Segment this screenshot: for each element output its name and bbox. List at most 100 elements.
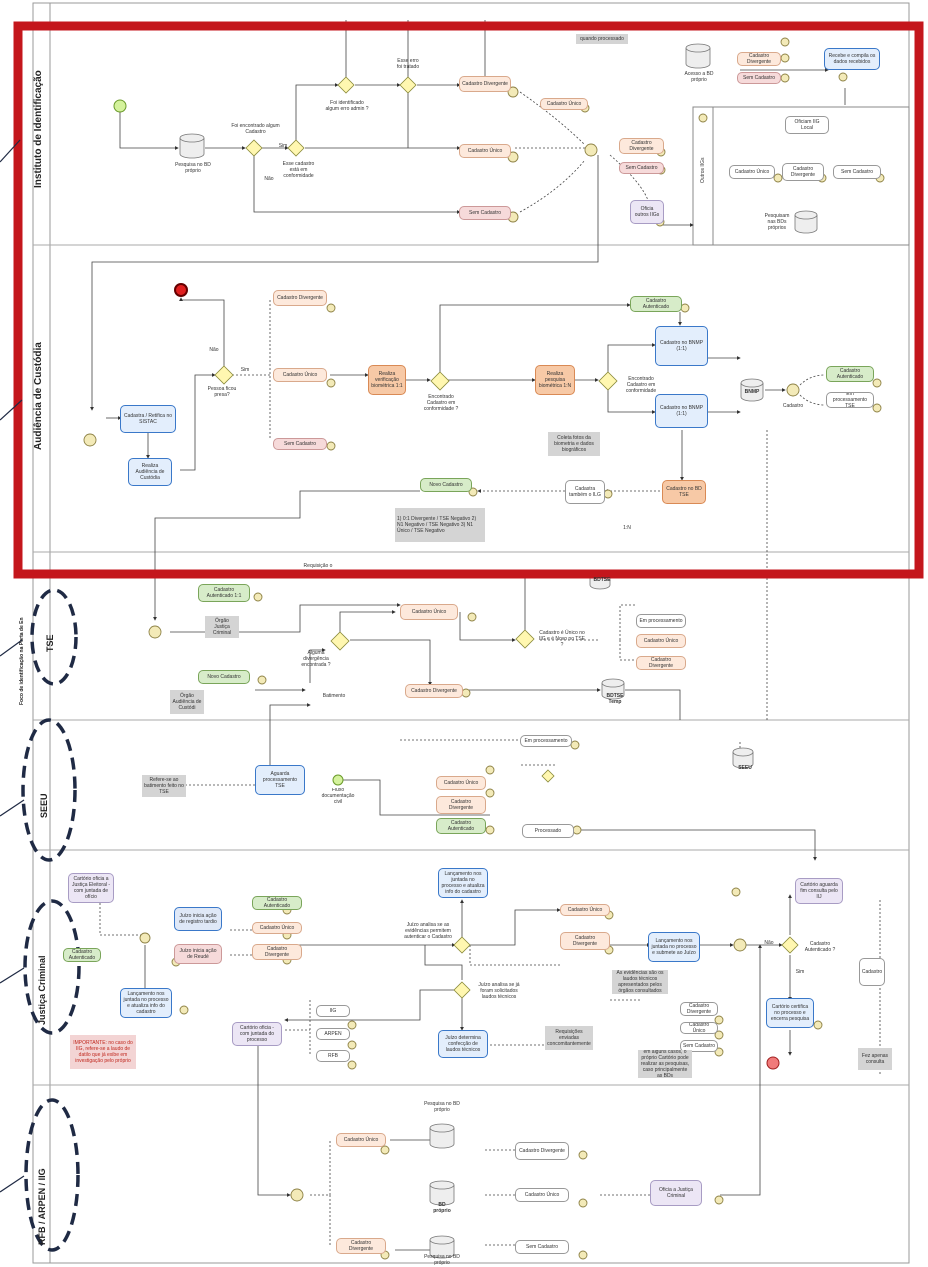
note-requisicoes: Requisições enviadas concomitantemente xyxy=(545,1026,593,1050)
node-jc-sc3: Sem Cadastro xyxy=(680,1040,718,1052)
node-cadastra-retifica: Cadastra / Retifica no SISTAC xyxy=(120,405,176,433)
note-em-alguns-casos: em alguns casos, o próprio Cartório pode… xyxy=(638,1050,692,1078)
node-cadastro-bd-tse: Cadastro no BD TSE xyxy=(662,480,706,504)
node-jc-rfb: RFB xyxy=(316,1050,350,1062)
node-rfb-sc: Sem Cadastro xyxy=(515,1240,569,1254)
node-ac-cadastro-unico: Cadastro Único xyxy=(273,368,327,382)
node-jc-cadastro-unico: Cadastro Único xyxy=(252,922,302,934)
label-seeu-db: SEEU xyxy=(738,765,752,771)
node-cadastro-unico-2: Cadastro Único xyxy=(540,98,588,110)
node-sem-cadastro: Sem Cadastro xyxy=(459,206,511,220)
label-requisicao: Requisição o xyxy=(303,563,333,569)
lane-label-rfb: RFB / ARPEN / IIG xyxy=(37,1168,47,1245)
gateways xyxy=(214,76,799,999)
node-aguarda-processamento: Aguarda processamento TSE xyxy=(255,765,305,795)
node-cadastro-divergente: Cadastro Divergente xyxy=(459,76,511,92)
node-juizo-determina: Juízo determina confecção de laudos técn… xyxy=(438,1030,488,1058)
label-bdtse-temp: BDTSE Temp xyxy=(606,693,624,705)
node-tse-cu: Cadastro Único xyxy=(636,634,686,648)
label-fluxo-documentacao: Fluxo documentação civil xyxy=(321,788,355,804)
label-rfb-bd: BD próprio xyxy=(433,1202,451,1214)
node-lanca-juntada-2: Lançamento nos juntada no processo e atu… xyxy=(438,868,488,898)
node-oficia-outros: Oficia outros IIGs xyxy=(630,200,664,224)
note-importante: IMPORTANTE: no caso do IIG, refere-se a … xyxy=(70,1035,136,1069)
node-foi-encontrado: Foi encontrado algum Cadastro xyxy=(231,123,280,135)
node-tse-cadastro-divergente: Cadastro Divergente xyxy=(405,684,463,698)
lane-label-justica: Justiça Criminal xyxy=(37,955,47,1025)
outros-iigs-subpool xyxy=(692,106,910,246)
note-refere-batimento: Refere-se ao batimento feito no TSE xyxy=(142,775,186,797)
node-cartorio-aguarda: Cartório aguarda fim consulta pelo IIJ xyxy=(795,878,843,904)
node-cadastro-divergente-2: Cadastro Divergente xyxy=(619,138,664,154)
node-jc-iig: IIG xyxy=(316,1005,350,1017)
note-quando-processado: quando processado xyxy=(576,34,628,44)
node-recebe-compila: Recebe e compila os dados recebidos xyxy=(824,48,880,70)
node-juizo-reude: Juízo inicia ação de Reudé xyxy=(174,944,222,964)
node-juizo-registro: Juízo inicia ação de registro tardio xyxy=(174,907,222,931)
node-cadastro-unico-3: Cadastro Único xyxy=(729,165,775,179)
node-tse-cadastro-autenticado: Cadastro Autenticado 1:1 xyxy=(198,584,250,602)
node-ac-em-processamento: Em processamento TSE xyxy=(826,392,874,408)
node-ac-cadastro-autenticado-2: Cadastro Autenticado xyxy=(826,366,874,382)
node-esse-cadastro: Esse cadastro está em conformidade xyxy=(282,161,315,179)
node-cadastro-novo-tse: Cadastro é Único no IIG e é Novo no TSE … xyxy=(538,630,586,648)
node-cadastra-tambem: Cadastra também o ILG xyxy=(565,480,605,504)
label-nao: Não xyxy=(264,176,274,182)
node-jc-cadastro-unico-2: Cadastro Único xyxy=(560,904,610,916)
label-ac-sim: Sim xyxy=(240,367,250,373)
note-divergente-tse: 1) 0:1 Divergente / TSE Negativo 2) N1 N… xyxy=(395,508,485,542)
node-jc-cu3: Cadastro Único xyxy=(680,1022,718,1034)
node-cadastro-divergente-4: Cadastro Divergente xyxy=(737,52,781,66)
lane-label-tse: TSE xyxy=(45,634,55,652)
node-ac-cadastro-autenticado: Cadastro Autenticado xyxy=(630,296,682,312)
highlight-frame xyxy=(13,21,924,579)
node-processado: Processado xyxy=(522,824,574,838)
node-cadastro-bnmp-2: Cadastro no BNMP (1:1) xyxy=(655,394,708,428)
databases xyxy=(179,43,818,1259)
pool-frame xyxy=(32,2,910,1264)
node-tse-novo-cadastro: Novo Cadastro xyxy=(198,670,250,684)
label-sim: Sim xyxy=(278,143,288,149)
end-event-custodia xyxy=(174,283,188,297)
start-event xyxy=(113,99,127,113)
start-event-seeu xyxy=(332,774,344,786)
node-tse-cd: Cadastro Divergente xyxy=(636,656,686,670)
label-ac-nao: Não xyxy=(209,347,219,353)
node-rfb-cd: Cadastro Divergente xyxy=(515,1142,569,1160)
node-ac-cadastro-divergente: Cadastro Divergente xyxy=(273,290,327,306)
node-acesso-bd: Acesso a BD próprio xyxy=(684,71,714,83)
node-cadastro-unico: Cadastro Único xyxy=(459,144,511,158)
note-orgao-audiencia: Órgão Audiência de Custódi xyxy=(170,690,204,714)
node-juizo-analisa-laudos: Juízo analisa se já foram solicitados la… xyxy=(478,982,520,1000)
node-pesquisa-bd: Pesquisa no BD próprio xyxy=(175,162,211,174)
note-orgao-justica: Órgão Justiça Criminal xyxy=(205,616,239,638)
node-jc-cd3: Cadastro Divergente xyxy=(680,1002,718,1016)
node-esse-erro: Esse erro foi tratado xyxy=(396,58,420,70)
node-cartorio-oficia: Cartório oficia a Justiça Eleitoral - co… xyxy=(68,873,114,903)
node-encontrado-cadastro-2: Encontrado Cadastro em conformidade xyxy=(625,376,657,394)
node-lanca-juntada-3: Lançamento nos juntada no processo e sub… xyxy=(648,932,700,962)
node-seeu-cu: Cadastro Único xyxy=(436,776,486,790)
node-cadastro-divergente-3: Cadastro Divergente xyxy=(782,163,824,181)
label-pesquisa-bd-1: Pesquisa no BD próprio xyxy=(424,1101,460,1113)
note-fez-consulta: Fez apenas consulta xyxy=(858,1048,892,1070)
node-jc-cadastro-divergente-2: Cadastro Divergente xyxy=(560,932,610,950)
note-evidencias: As evidências são os laudos técnicos apr… xyxy=(612,970,668,994)
node-lanca-juntada: Lançamento nos juntada no processo e atu… xyxy=(120,988,172,1018)
node-jc-cad-aut-side: Cadastro Autenticado xyxy=(63,948,101,962)
note-coleta-fotos: Coleta fotos da biometria e dados biográ… xyxy=(548,432,600,456)
node-cadastro-autenticado-q: Cadastro Autenticado ? xyxy=(804,941,836,953)
label-bnmp-db: BNMP xyxy=(744,389,760,395)
node-pesquisa-biometrica: Realiza pesquisa biométrica 1:N xyxy=(535,365,575,395)
end-event-jc xyxy=(766,1056,780,1070)
node-seeu-em-processamento: Em processamento xyxy=(520,735,572,747)
lane-label-seeu: SEEU xyxy=(39,793,49,818)
label-bdtse: BDTSE xyxy=(593,577,611,583)
node-rfb-cadastro-divergente: Cadastro Divergente xyxy=(336,1238,386,1254)
node-pesquisam-bds: Pesquisam nas BDs próprios xyxy=(764,213,790,231)
node-encontrado-cadastro: Encontrado Cadastro em conformidade ? xyxy=(423,394,459,412)
label-jc-nao: Não xyxy=(764,940,774,946)
node-cartorio-oficia-2: Cartório oficia - com juntada do process… xyxy=(232,1022,282,1046)
node-oficia-justica: Oficia a Justiça Criminal xyxy=(650,1180,702,1206)
node-jc-arpen: ARPEN xyxy=(316,1028,350,1040)
